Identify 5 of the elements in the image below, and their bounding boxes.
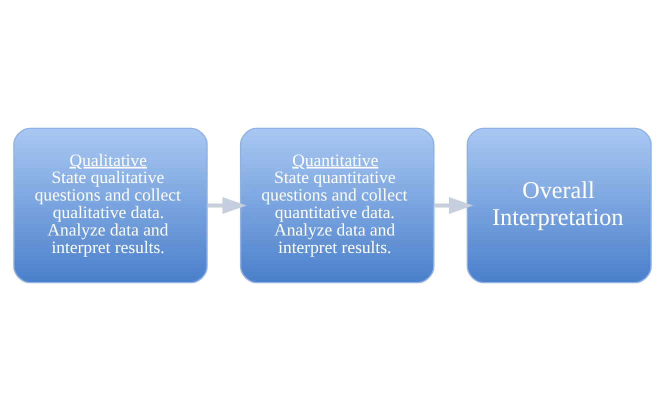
node-box: Overall Interpretation — [466, 128, 652, 284]
arrow — [208, 197, 247, 214]
node-box: Qualitative State qualitative questions and collect qualitative data. Analyze data and interpret results. — [13, 128, 208, 284]
arrow — [434, 197, 474, 214]
node-box: Quantitative State quantitative questions and collect quantitative data. Analyze data and interpret results. — [240, 128, 434, 284]
